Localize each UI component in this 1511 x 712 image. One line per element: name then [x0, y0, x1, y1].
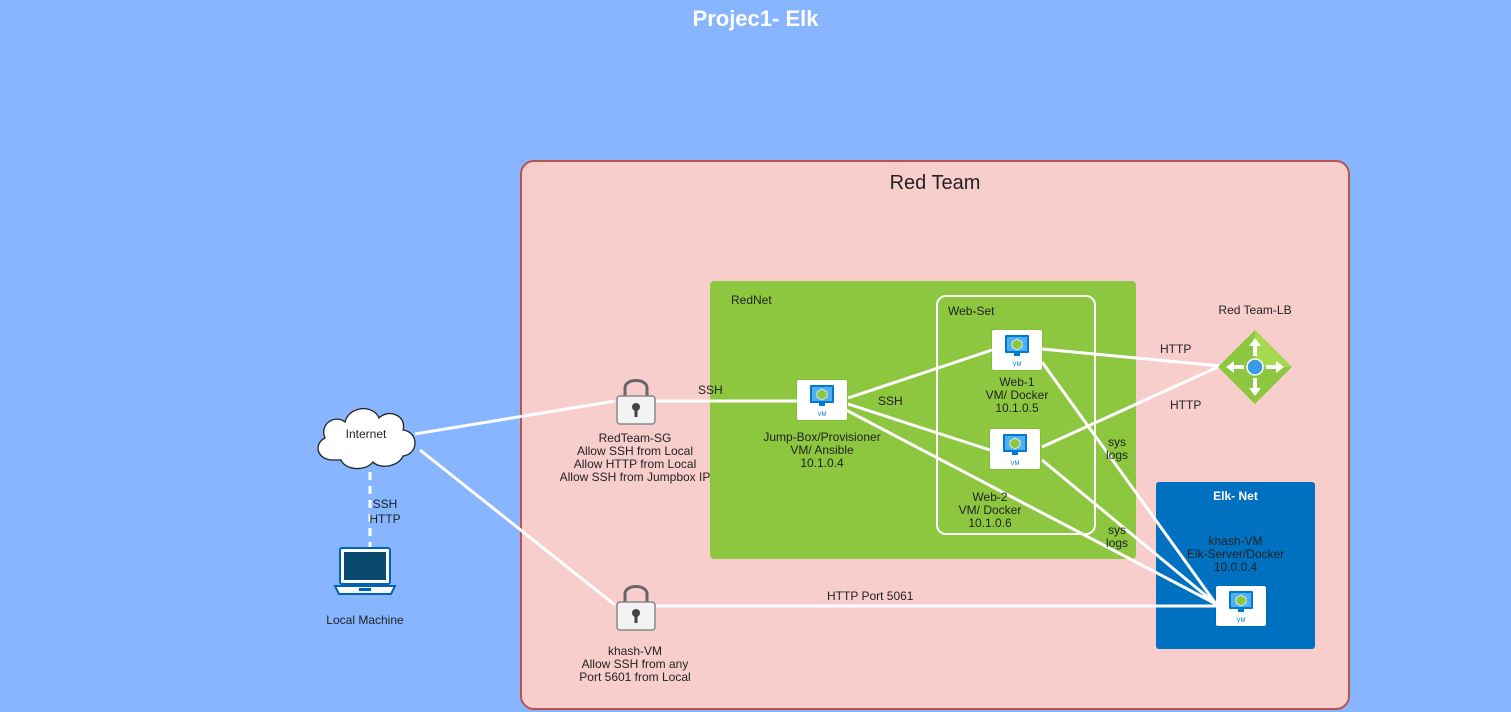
jumpbox-to-elk-line: [845, 408, 1217, 606]
internet-to-khash-sg-line: [419, 448, 616, 607]
web1-to-lb-line: [1041, 347, 1221, 368]
syslogs-label-1: sys logs: [1100, 436, 1134, 462]
jumpbox-role: VM/ Ansible: [790, 443, 854, 457]
lb-label: Red Team-LB: [1218, 303, 1292, 317]
web2-to-elk-line: [1041, 458, 1217, 606]
web1-vm: VM: [992, 330, 1042, 370]
syslogs-1-line-b: logs: [1105, 448, 1128, 462]
syslogs-1-line-a: sys: [1108, 435, 1126, 449]
vm-monitor-icon: VM: [1003, 434, 1027, 467]
vm-monitor-icon: VM: [1229, 591, 1253, 624]
jumpbox-to-web2-line: [847, 402, 991, 452]
red-team-label: Red Team: [889, 172, 981, 194]
khash-sg-rule-2: Port 5601 from Local: [579, 670, 691, 684]
diagram-title: Projec1- Elk: [692, 6, 819, 31]
jump-ssh-label: SSH: [878, 394, 903, 408]
jumpbox-label: Jump-Box/Provisioner VM/ Ansible 10.1.0.…: [742, 431, 902, 470]
web2-name: Web-2: [972, 490, 1008, 504]
redteam-sg-name: RedTeam-SG: [598, 431, 672, 445]
load-balancer-icon: [1218, 330, 1292, 404]
web1-to-elk-line: [1040, 361, 1218, 605]
redteam-sg-rule-3: Allow SSH from Jumpbox IP: [559, 470, 711, 484]
vm-monitor-icon: VM: [1005, 335, 1029, 368]
syslogs-2-line-b: logs: [1105, 536, 1128, 550]
web2-vm: VM: [990, 429, 1040, 469]
internet-to-redteam-sg-line: [414, 399, 616, 436]
rednet-zone: [710, 281, 1136, 559]
vm-badge-text: VM: [1013, 362, 1022, 368]
lock-icon: [616, 379, 656, 425]
vm-monitor-icon: VM: [810, 385, 834, 418]
internet-node: Internet: [311, 400, 421, 477]
jumpbox-vm: VM: [797, 380, 847, 420]
web1-label: Web-1 VM/ Docker 10.1.0.5: [957, 376, 1077, 415]
khash-sg-label: khash-VM Allow SSH from any Port 5601 fr…: [555, 645, 715, 684]
web-set-group: [936, 295, 1096, 535]
web2-to-lb-line: [1041, 364, 1221, 449]
lb-http-label-2: HTTP: [1170, 398, 1202, 412]
redteam-sg-rule-2: Allow HTTP from Local: [573, 457, 697, 471]
vm-badge-text: VM: [1237, 618, 1246, 624]
elk-vm-ip: 10.0.0.4: [1213, 560, 1258, 574]
web2-ip: 10.1.0.6: [968, 516, 1012, 530]
web2-role: VM/ Docker: [958, 503, 1022, 517]
lb-http-label-1: HTTP: [1160, 342, 1192, 356]
redteam-sg-label: RedTeam-SG Allow SSH from Local Allow HT…: [545, 432, 725, 484]
red-team-lb-node: [1218, 330, 1292, 409]
local-http-label: HTTP: [369, 512, 401, 526]
web1-role: VM/ Docker: [985, 388, 1049, 402]
syslogs-2-line-a: sys: [1108, 523, 1126, 537]
jumpbox-name: Jump-Box/Provisioner: [763, 430, 881, 444]
elk-vm-name: khash-VM: [1208, 534, 1263, 548]
khash-sg-name: khash-VM: [607, 644, 663, 658]
lock-icon: [616, 585, 656, 631]
web1-name: Web-1: [999, 375, 1035, 389]
web2-label: Web-2 VM/ Docker 10.1.0.6: [930, 491, 1050, 530]
web-set-label: Web-Set: [948, 304, 995, 318]
elk-net-label: Elk- Net: [1213, 489, 1258, 503]
jumpbox-to-web1-line: [847, 348, 993, 400]
khash-sg-rule-1: Allow SSH from any: [581, 657, 689, 671]
jumpbox-ip: 10.1.0.4: [800, 456, 844, 470]
http-port-label: HTTP Port 5061: [827, 589, 914, 603]
vm-badge-text: VM: [1011, 461, 1020, 467]
syslogs-label-2: sys logs: [1100, 524, 1134, 550]
laptop-icon: [333, 547, 397, 595]
local-ssh-label: SSH: [372, 497, 398, 511]
web1-ip: 10.1.0.5: [995, 401, 1039, 415]
elk-vm: VM: [1216, 586, 1266, 626]
local-machine-node: [333, 546, 397, 603]
khash-sg-node: [615, 580, 657, 637]
vm-badge-text: VM: [818, 412, 827, 418]
internet-label: Internet: [345, 427, 387, 441]
redteam-sg-node: [615, 374, 657, 431]
elk-vm-label: khash-VM Elk-Server/Docker 10.0.0.4: [1156, 535, 1315, 574]
local-machine-label: Local Machine: [326, 613, 404, 627]
sg-ssh-label: SSH: [698, 383, 723, 397]
elk-vm-role: Elk-Server/Docker: [1186, 547, 1285, 561]
cloud-icon: [317, 408, 416, 470]
rednet-label: RedNet: [731, 293, 772, 307]
redteam-sg-rule-1: Allow SSH from Local: [576, 444, 694, 458]
